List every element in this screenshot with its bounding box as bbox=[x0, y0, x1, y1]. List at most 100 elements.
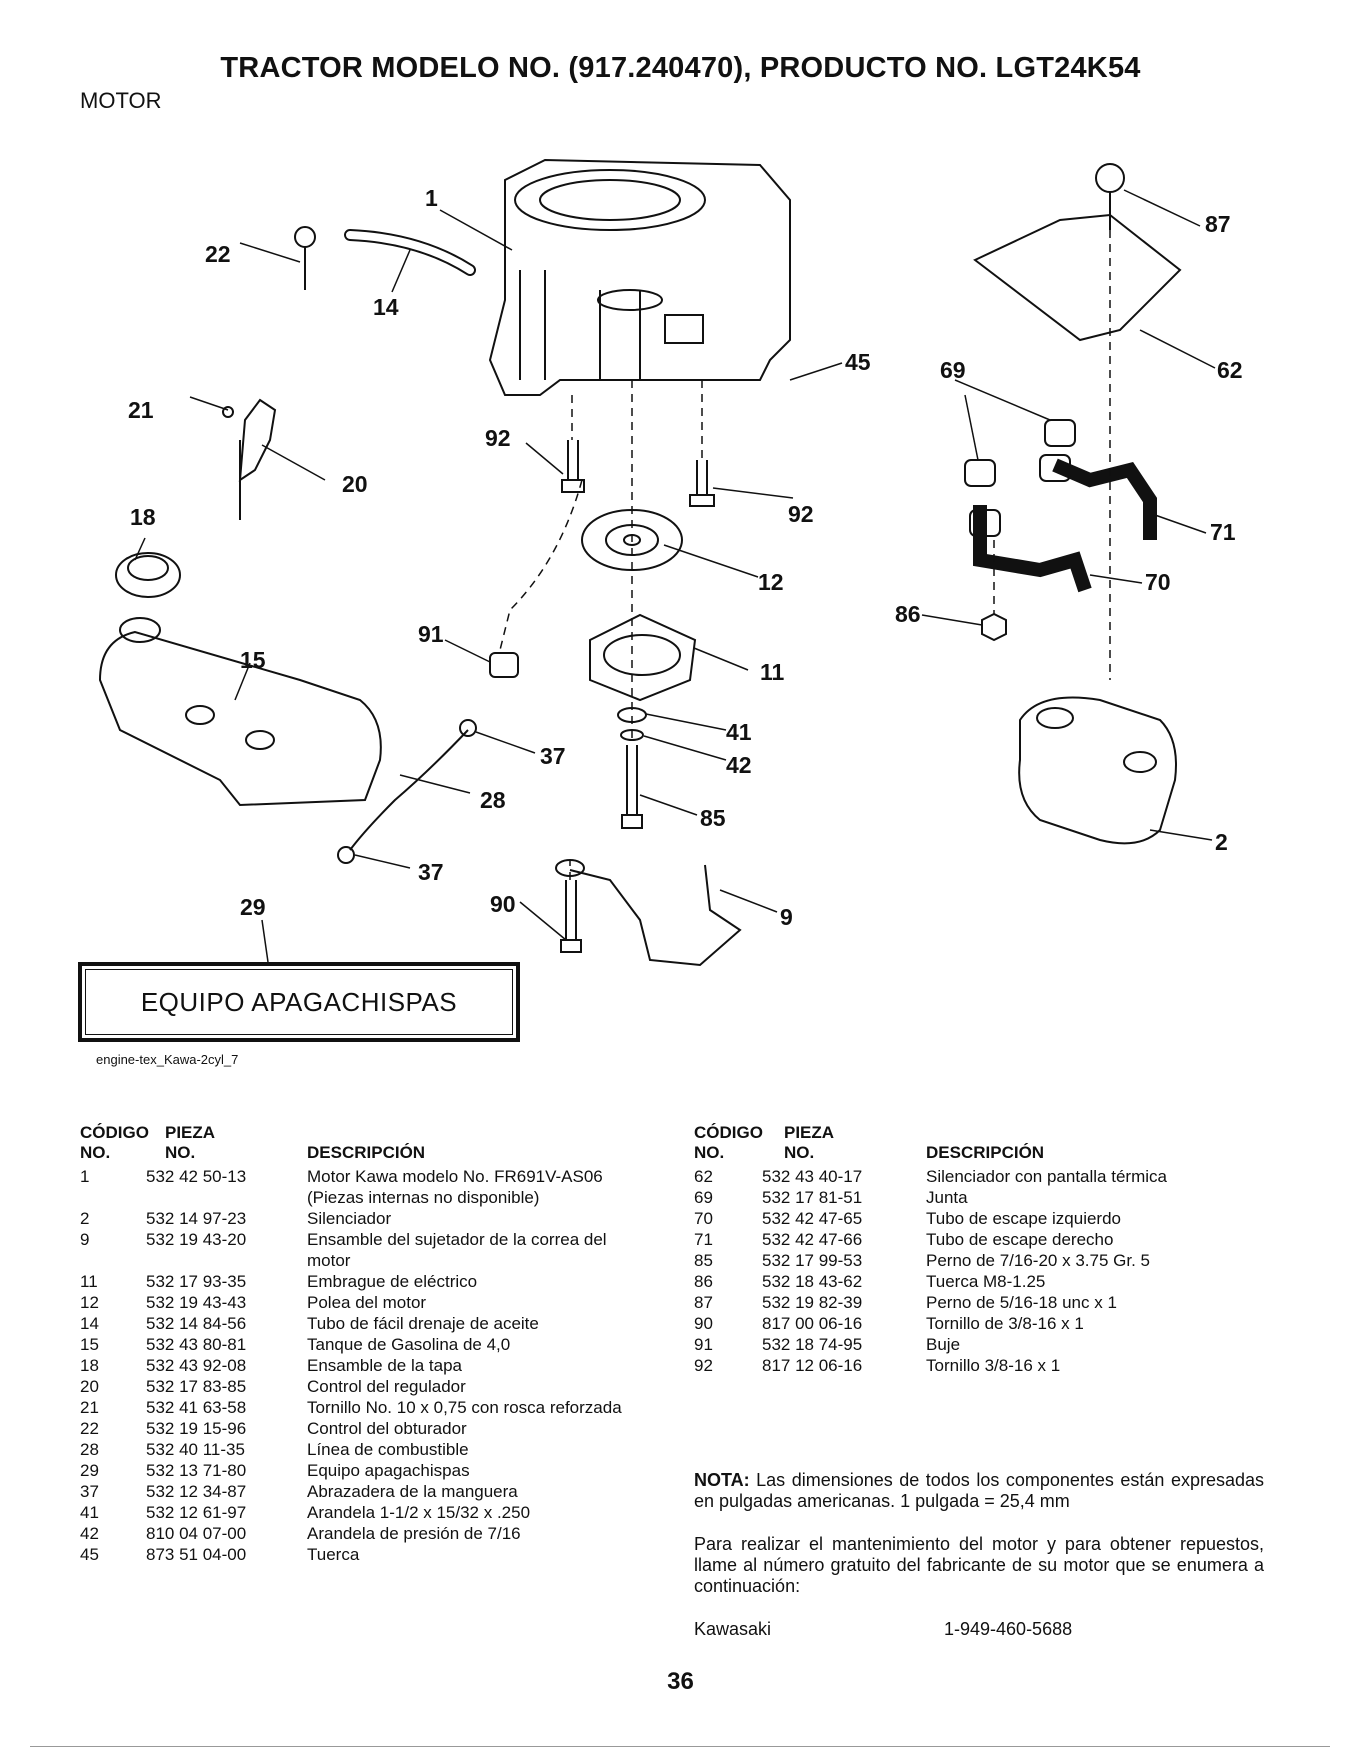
part-description: Perno de 7/16-20 x 3.75 Gr. 5 bbox=[926, 1251, 1150, 1270]
part-description: Control del obturador bbox=[307, 1419, 467, 1438]
belt-keeper-illustration bbox=[569, 864, 742, 967]
part-code: 85 bbox=[694, 1251, 713, 1270]
fuel-tank-illustration bbox=[98, 630, 382, 807]
part-description: Buje bbox=[926, 1335, 961, 1354]
part-description: Perno de 5/16-18 unc x 1 bbox=[926, 1293, 1117, 1312]
header-part-no: NO. bbox=[784, 1143, 815, 1162]
part-number: 532 43 92-08 bbox=[146, 1356, 247, 1375]
part-description: Silenciador con pantalla térmica bbox=[926, 1167, 1167, 1186]
part-number: 532 41 63-58 bbox=[146, 1398, 247, 1417]
part-description: Polea del motor bbox=[307, 1293, 427, 1312]
part-number: 817 12 06-16 bbox=[762, 1356, 863, 1375]
part-code: 90 bbox=[694, 1314, 713, 1333]
header-code-no: NO. bbox=[694, 1143, 725, 1162]
exploded-parts-diagram: 1 22 14 21 20 18 92 92 45 12 11 15 91 41… bbox=[98, 158, 1243, 967]
parts-table-row: 22 532 19 15-96 Control del obturador bbox=[80, 1418, 640, 1439]
part-code: 21 bbox=[80, 1398, 99, 1417]
part-code: 91 bbox=[694, 1335, 713, 1354]
part-code: 87 bbox=[694, 1293, 713, 1312]
manufacturer-name: Kawasaki bbox=[694, 1619, 772, 1639]
header-part: PIEZA bbox=[165, 1123, 216, 1142]
callout-label: 18 bbox=[130, 504, 156, 530]
part-number: 532 19 43-43 bbox=[146, 1293, 247, 1312]
service-note: Para realizar el mantenimiento del motor… bbox=[694, 1534, 1264, 1596]
part-code: 11 bbox=[80, 1272, 98, 1291]
bolt-illustration bbox=[621, 745, 643, 829]
header-description: DESCRIPCIÓN bbox=[307, 1143, 426, 1162]
header-part-no: NO. bbox=[165, 1143, 196, 1162]
measurement-note: NOTA: Las dimensiones de todos los compo… bbox=[694, 1470, 1264, 1512]
part-description: Tuerca M8-1.25 bbox=[926, 1272, 1046, 1291]
callout-label: 42 bbox=[726, 752, 752, 778]
part-description: Tuerca bbox=[307, 1545, 360, 1564]
part-number: 532 12 34-87 bbox=[146, 1482, 247, 1501]
part-number: 532 17 93-35 bbox=[146, 1272, 247, 1291]
callout-label: 21 bbox=[128, 397, 154, 423]
part-code: 86 bbox=[694, 1272, 713, 1291]
part-number: 532 40 11-35 bbox=[146, 1440, 245, 1459]
part-code: 37 bbox=[80, 1482, 99, 1501]
part-code: 2 bbox=[80, 1209, 90, 1228]
part-number: 532 42 50-13 bbox=[146, 1167, 247, 1186]
header-code-no: NO. bbox=[80, 1143, 111, 1162]
part-number: 532 13 71-80 bbox=[146, 1461, 247, 1480]
callout-label: 70 bbox=[1145, 569, 1171, 595]
part-code: 22 bbox=[80, 1419, 99, 1438]
part-number: 532 43 80-81 bbox=[146, 1335, 247, 1354]
callout-label: 20 bbox=[342, 471, 368, 497]
part-description: Línea de combustible bbox=[307, 1440, 469, 1459]
part-number: 532 17 81-51 bbox=[762, 1188, 863, 1207]
part-code: 92 bbox=[694, 1356, 713, 1375]
callout-label: 87 bbox=[1205, 211, 1231, 237]
parts-table-header: CÓDIGO NO. PIEZA NO. DESCRIPCIÓN bbox=[694, 1122, 1264, 1166]
part-code: 70 bbox=[694, 1209, 713, 1228]
part-number: 532 43 40-17 bbox=[762, 1167, 863, 1186]
part-number: 532 12 61-97 bbox=[146, 1503, 247, 1522]
section-title: MOTOR bbox=[80, 88, 162, 113]
parts-table-header: CÓDIGO NO. PIEZA NO. DESCRIPCIÓN bbox=[80, 1122, 640, 1166]
part-code: 42 bbox=[80, 1524, 99, 1543]
part-number: 532 19 82-39 bbox=[762, 1293, 863, 1312]
callout-label: 69 bbox=[940, 357, 966, 383]
exhaust-pipe-illustration bbox=[973, 505, 1092, 593]
part-description: Arandela de presión de 7/16 bbox=[307, 1524, 521, 1543]
part-description: Ensamble de la tapa bbox=[307, 1356, 462, 1375]
heat-shield-illustration bbox=[973, 213, 1182, 342]
callout-label: 14 bbox=[373, 294, 399, 320]
part-code: 20 bbox=[80, 1377, 99, 1396]
part-number: 873 51 04-00 bbox=[146, 1545, 247, 1564]
page-number: 36 bbox=[667, 1668, 694, 1695]
callout-label: 37 bbox=[418, 859, 444, 885]
part-code: 71 bbox=[694, 1230, 713, 1249]
callout-label: 86 bbox=[895, 601, 921, 627]
part-number: 532 18 74-95 bbox=[762, 1335, 863, 1354]
part-code: 28 bbox=[80, 1440, 99, 1459]
part-description: Ensamble del sujetador de la correa del … bbox=[307, 1230, 607, 1270]
gas-cap-illustration bbox=[115, 552, 181, 598]
callout-label: 92 bbox=[485, 425, 511, 451]
callout-label: 85 bbox=[700, 805, 726, 831]
part-code: 41 bbox=[80, 1503, 99, 1522]
manufacturer-contact: Kawasaki 1-949-460-5688 bbox=[694, 1619, 1264, 1641]
part-number: 532 17 99-53 bbox=[762, 1251, 863, 1270]
notes-block: NOTA: Las dimensiones de todos los compo… bbox=[694, 1470, 1264, 1641]
part-number: 532 18 43-62 bbox=[762, 1272, 863, 1291]
part-number: 532 19 15-96 bbox=[146, 1419, 247, 1438]
note-label: NOTA: bbox=[694, 1470, 750, 1490]
callout-label: 9 bbox=[780, 904, 793, 930]
part-number: 532 14 97-23 bbox=[146, 1209, 247, 1228]
part-number: 532 42 47-65 bbox=[762, 1209, 863, 1228]
